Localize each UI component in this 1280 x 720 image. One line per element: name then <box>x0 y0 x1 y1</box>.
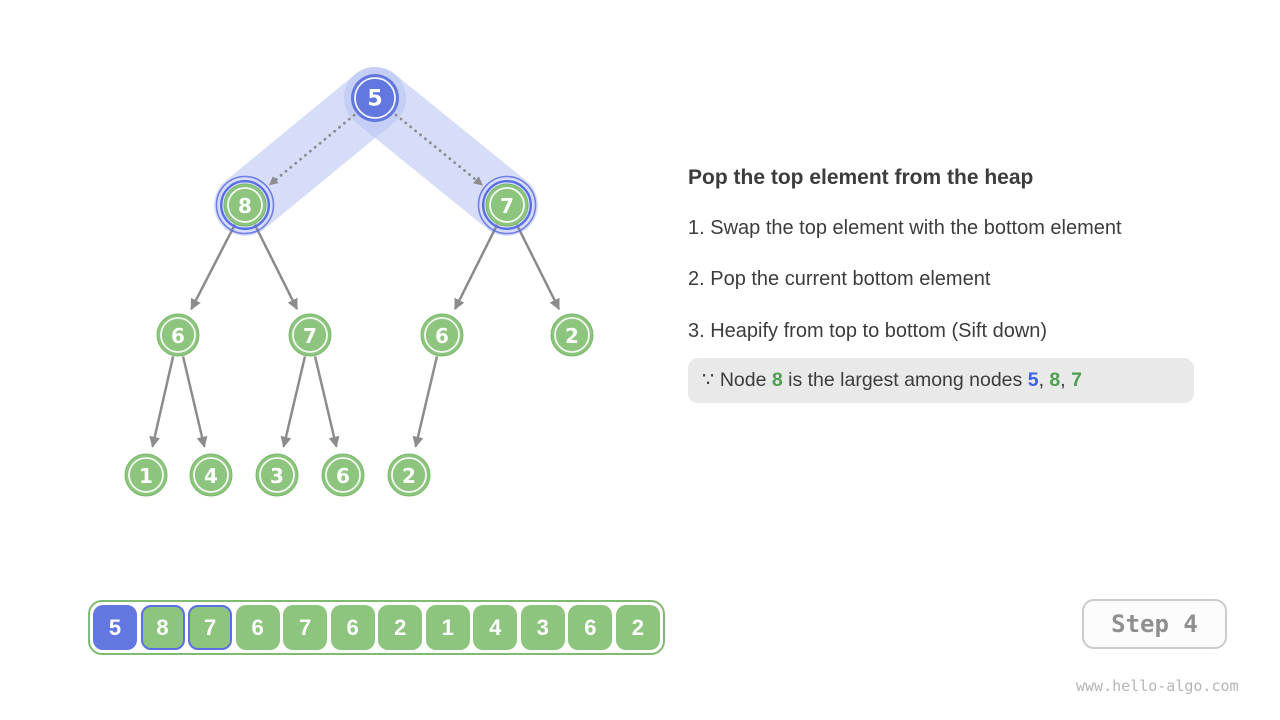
array-cell: 5 <box>93 605 137 650</box>
tree-node: 2 <box>550 313 594 357</box>
tree-node: 7 <box>288 313 332 357</box>
array-cell: 4 <box>473 605 518 650</box>
tree-node-value: 2 <box>402 464 416 488</box>
array-cell: 1 <box>425 605 470 650</box>
tree-node: 4 <box>189 453 233 497</box>
array-cell: 6 <box>568 605 613 650</box>
note-segment: 7 <box>1071 369 1082 391</box>
tree-node: 2 <box>387 453 431 497</box>
note-segment: ∵ Node <box>702 369 772 391</box>
tree-node-value: 6 <box>171 324 185 348</box>
tree-node: 7 <box>477 175 537 235</box>
tree-node: 8 <box>215 175 275 235</box>
tree-node-value: 6 <box>435 324 449 348</box>
tree-node-value: 7 <box>303 324 317 348</box>
tree-node-value: 7 <box>500 194 514 218</box>
tree-node-value: 8 <box>238 194 252 218</box>
tree-node: 1 <box>124 453 168 497</box>
panel-step-1: 1. Swap the top element with the bottom … <box>688 217 1122 239</box>
array-cell: 7 <box>283 605 328 650</box>
tree-edge <box>412 356 439 448</box>
tree-edge <box>181 356 208 448</box>
note-segment: 8 <box>1049 369 1061 391</box>
swap-arrow <box>394 113 484 187</box>
panel-step-3: 3. Heapify from top to bottom (Sift down… <box>688 320 1048 342</box>
note-segment: 5 <box>1027 369 1039 391</box>
array-cell: 6 <box>330 605 375 650</box>
tree-edge <box>515 224 561 310</box>
array-cell: 8 <box>140 605 185 650</box>
array-cell: 7 <box>188 605 233 650</box>
tree-edge <box>149 356 175 448</box>
tree-node-value: 5 <box>367 87 382 112</box>
array-cell: 2 <box>615 605 660 650</box>
tree-node-value: 6 <box>336 464 350 488</box>
note-segment: 8 <box>771 369 783 391</box>
array-cell: 6 <box>235 605 280 650</box>
note-box: ∵ Node 8 is the largest among nodes 5, 8… <box>688 358 1194 403</box>
tree-node: 3 <box>255 453 299 497</box>
swap-arrow <box>268 113 356 187</box>
tree-node-value: 2 <box>565 324 579 348</box>
array-cell: 2 <box>378 605 423 650</box>
tree-node: 6 <box>420 313 464 357</box>
step-indicator-button[interactable]: Step 4 <box>1082 599 1227 649</box>
panel-step-2: 2. Pop the current bottom element <box>688 268 991 290</box>
note-segment: is the largest among nodes <box>782 369 1028 391</box>
tree-edge <box>280 356 307 448</box>
array-cell: 3 <box>520 605 565 650</box>
tree-node-value: 4 <box>204 464 218 488</box>
tree-edge <box>253 224 299 310</box>
tree-node: 6 <box>156 313 200 357</box>
note-segment: , <box>1038 369 1050 391</box>
tree-node: 5 <box>351 74 399 122</box>
tree-edge <box>313 356 340 448</box>
tree-node: 6 <box>321 453 365 497</box>
note-segment: , <box>1060 369 1072 391</box>
panel-title: Pop the top element from the heap <box>688 166 1034 189</box>
tree-node-value: 1 <box>139 464 153 488</box>
tree-node-value: 3 <box>270 464 284 488</box>
watermark: www.hello-algo.com <box>1076 677 1239 695</box>
tree-edge <box>190 223 237 311</box>
tree-edge <box>453 224 499 310</box>
